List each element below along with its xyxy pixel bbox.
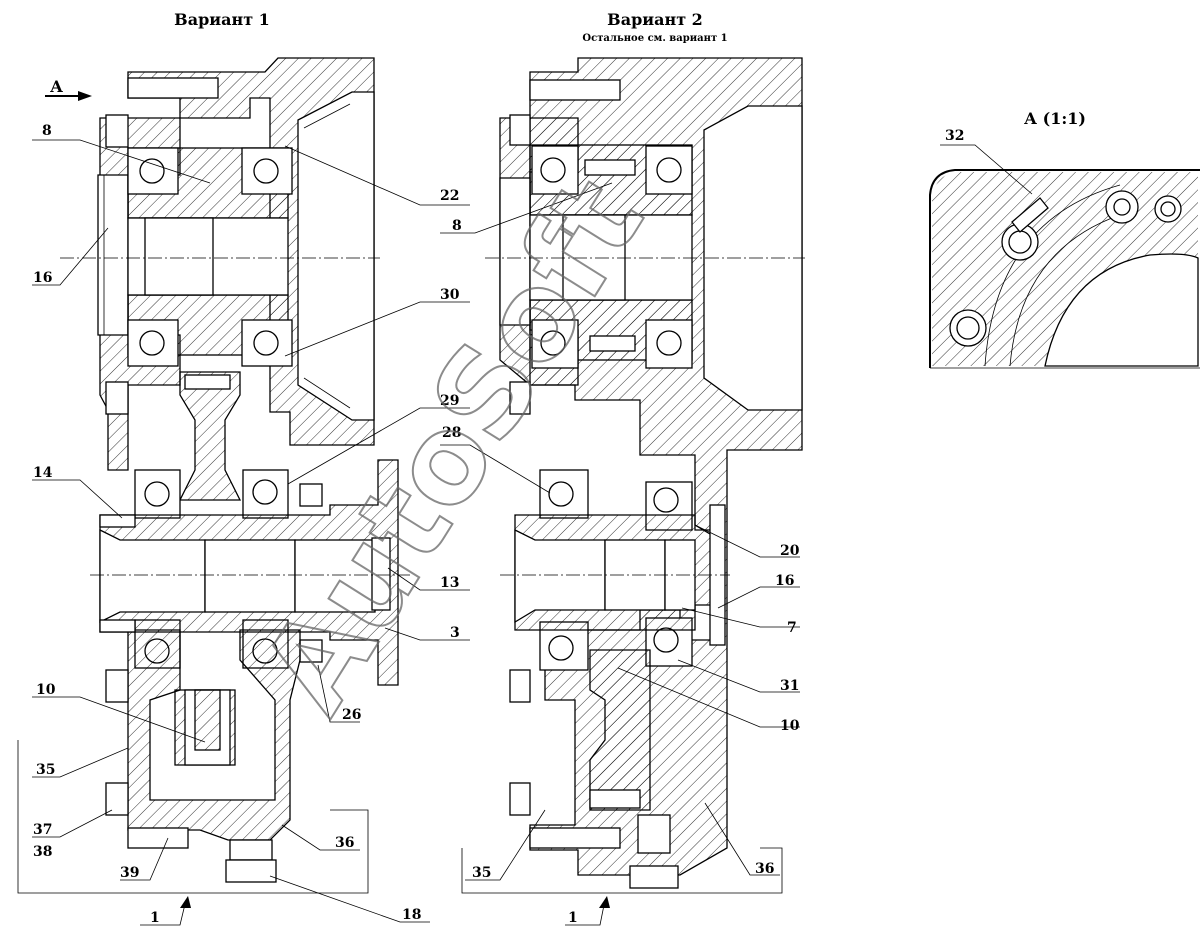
bearing-upper-right [241, 147, 293, 367]
label-39: 39 [120, 865, 139, 881]
label-3: 3 [450, 625, 460, 641]
variant2-title: Вариант 2 [607, 10, 703, 29]
variant2-note: Остальное см. вариант 1 [582, 33, 727, 44]
label-36-v1: 36 [335, 835, 354, 851]
label-7: 7 [787, 620, 797, 636]
variant2-section [461, 57, 805, 894]
view-a-arrow: А [45, 77, 92, 101]
view-a-arrow-label: А [50, 77, 63, 96]
label-38: 38 [33, 844, 52, 860]
label-16: 16 [33, 270, 52, 286]
label-22: 22 [440, 188, 459, 204]
detail-a-view: 32 [929, 128, 1200, 369]
bolts-variant1 [99, 77, 219, 849]
label-1-v1: 1 [150, 910, 160, 926]
variant1-section [17, 57, 410, 894]
label-10-v2: 10 [780, 718, 800, 734]
label-20: 20 [780, 543, 800, 559]
label-18: 18 [402, 907, 421, 923]
label-13: 13 [440, 575, 459, 591]
variant1-title: Вариант 1 [174, 10, 270, 29]
label-29: 29 [440, 393, 459, 409]
variant1-leaders [32, 139, 470, 926]
variant1-part-labels: 8 16 14 10 35 37 38 39 1 22 30 29 13 3 2… [33, 123, 460, 926]
label-36-v2: 36 [755, 861, 774, 877]
label-30: 30 [440, 287, 460, 303]
label-35: 35 [36, 762, 55, 778]
bolts-variant2 [509, 79, 621, 849]
label-14: 14 [33, 465, 53, 481]
label-26: 26 [342, 707, 361, 723]
label-8: 8 [42, 123, 52, 139]
label-8-v2: 8 [452, 218, 462, 234]
label-31: 31 [780, 678, 799, 694]
label-16-v2: 16 [775, 573, 794, 589]
label-10: 10 [36, 682, 56, 698]
bearing-upper-left [127, 147, 179, 367]
label-28: 28 [442, 425, 461, 441]
detail-a-title: А (1:1) [1024, 109, 1086, 128]
label-1-v2: 1 [568, 910, 578, 926]
label-37: 37 [33, 822, 52, 838]
label-32: 32 [945, 128, 964, 144]
variant2-leaders [440, 182, 800, 926]
variant2-part-labels: 8 28 35 1 20 16 7 31 10 36 [442, 218, 800, 926]
label-35-v2: 35 [472, 865, 491, 881]
